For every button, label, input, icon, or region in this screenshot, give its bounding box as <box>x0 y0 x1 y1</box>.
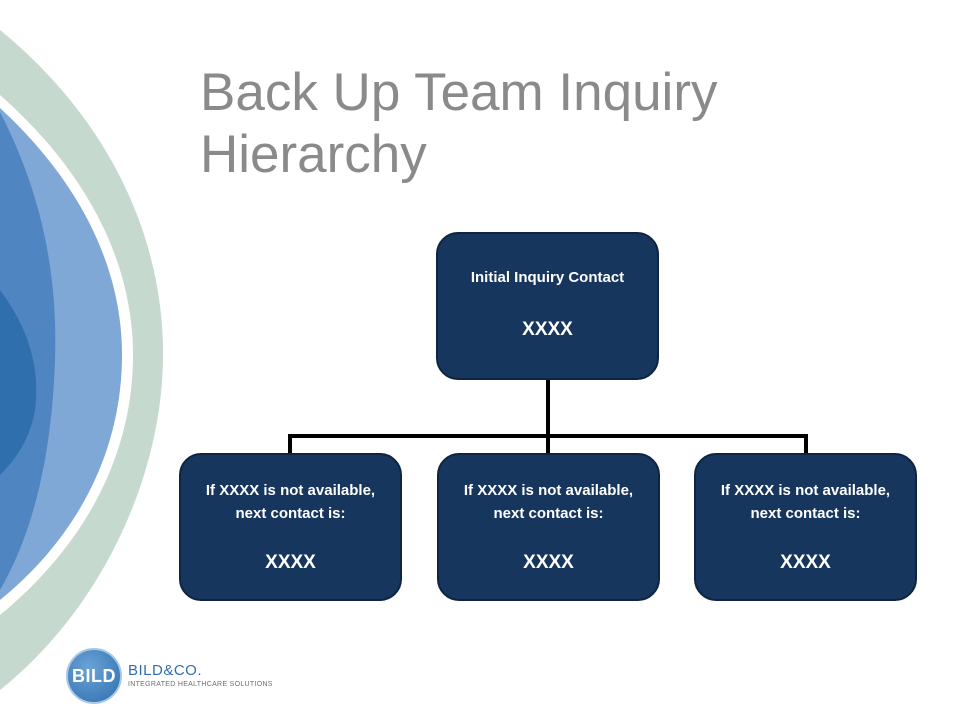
backup-contact-value: XXXX <box>780 552 831 573</box>
backup-contact-value: XXXX <box>523 552 574 573</box>
root-contact-label: Initial Inquiry Contact <box>470 269 625 286</box>
slide-title: Back Up Team Inquiry Hierarchy <box>200 63 718 184</box>
root-contact-value: XXXX <box>522 319 573 340</box>
backup-contact-box-3: If XXXX is not available, next contact i… <box>694 453 917 601</box>
connector-left-drop <box>288 434 292 454</box>
logo-tagline: INTEGRATED HEALTHCARE SOLUTIONS <box>128 681 273 688</box>
backup-contact-box-1: If XXXX is not available, next contact i… <box>179 453 402 601</box>
backup-contact-value: XXXX <box>265 552 316 573</box>
connector-root-stem <box>546 380 550 438</box>
connector-right-drop <box>804 434 808 454</box>
connector-mid-drop <box>546 434 550 454</box>
logo-mark: BILD <box>66 648 122 704</box>
dark-blue-arc <box>0 290 37 475</box>
backup-contact-label: If XXXX is not available, next contact i… <box>205 482 376 522</box>
backup-contact-label: If XXXX is not available, next contact i… <box>463 482 634 522</box>
backup-contact-box-2: If XXXX is not available, next contact i… <box>437 453 660 601</box>
logo-brand-name: BILD&CO. <box>128 662 203 679</box>
company-logo: BILD BILD&CO. INTEGRATED HEALTHCARE SOLU… <box>66 648 306 708</box>
backup-contact-label: If XXXX is not available, next contact i… <box>720 482 891 522</box>
root-contact-box: Initial Inquiry Contact XXXX <box>436 232 659 380</box>
